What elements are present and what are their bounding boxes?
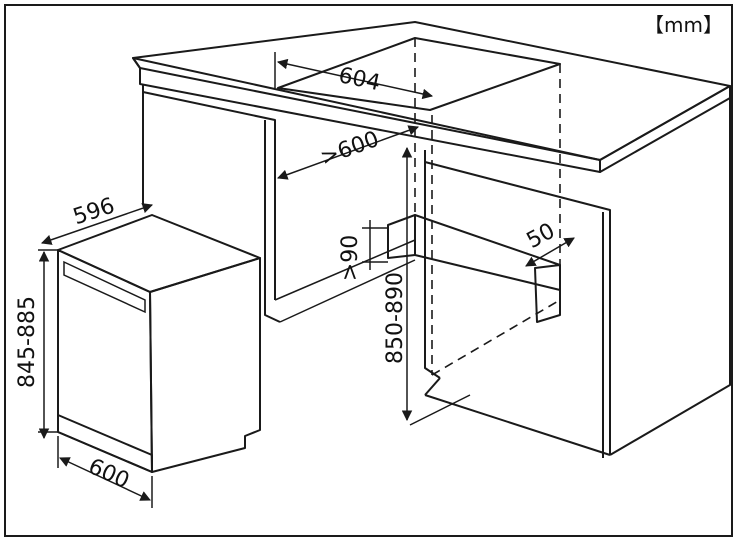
plinth-depth-label: 50 (523, 219, 559, 254)
niche-top-width-label: 604 (336, 63, 382, 96)
kitchen-cabinets (132, 21, 731, 458)
appliance-height-label: 845-885 (15, 296, 40, 388)
dishwasher (57, 214, 261, 473)
unit-label: 【mm】 (644, 13, 723, 37)
dimension-lines (38, 52, 575, 508)
niche-width-label: >600 (317, 127, 382, 171)
appliance-width-label: 596 (70, 193, 118, 230)
plinth-height-label: >90 (338, 235, 363, 281)
niche-height-label: 850-890 (383, 272, 408, 364)
